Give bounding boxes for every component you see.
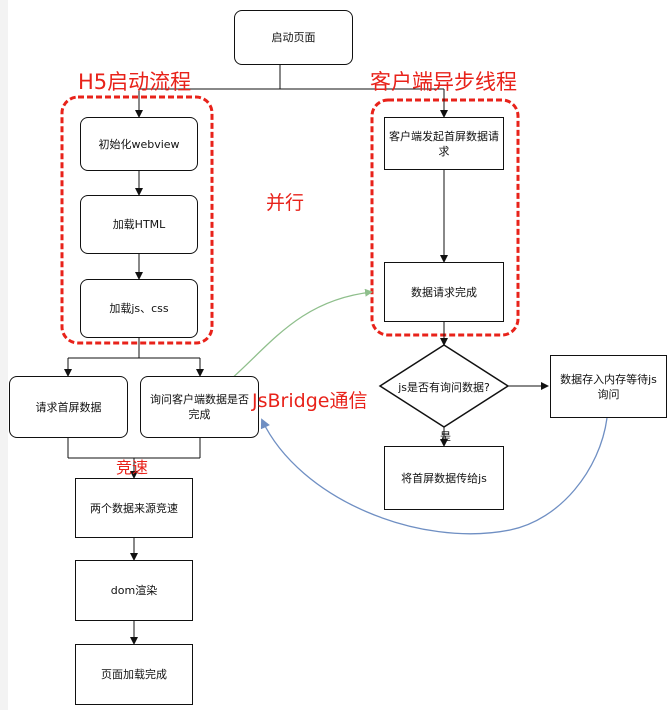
dom-render-label: dom渲染 <box>110 584 158 597</box>
store-wait-label: 数据存入内存等待js询问 <box>560 372 657 401</box>
pass-to-js-label: 将首屏数据传给js <box>401 471 487 485</box>
race-node-label: 两个数据来源竞速 <box>90 501 178 515</box>
dom-render-node: dom渲染 <box>75 560 193 621</box>
request-first-screen-label: 请求首屏数据 <box>35 400 102 414</box>
parallel-annotation: 并行 <box>266 192 305 214</box>
client-request-node: 客户端发起首屏数据请求 <box>384 117 504 170</box>
race-annotation: 竞速 <box>116 458 149 477</box>
init-webview-label: 初始化webview <box>98 137 180 151</box>
load-js-css-label: 加载js、css <box>109 302 169 315</box>
request-first-screen-node: 请求首屏数据 <box>9 376 128 438</box>
start-node: 启动页面 <box>234 10 353 65</box>
decision-label: js是否有询问数据? <box>398 381 490 394</box>
load-html-node: 加载HTML <box>80 195 198 254</box>
load-js-css-node: 加载js、css <box>80 279 198 338</box>
edge-jsbridge-blue <box>260 417 608 535</box>
pass-to-js-node: 将首屏数据传给js <box>384 446 504 510</box>
store-wait-node: 数据存入内存等待js询问 <box>550 355 667 418</box>
request-done-node: 数据请求完成 <box>384 262 504 322</box>
load-html-label: 加载HTML <box>112 218 166 231</box>
start-node-label: 启动页面 <box>271 31 316 44</box>
client-thread-annotation: 客户端异步线程 <box>370 70 517 94</box>
yes-annotation: 是 <box>440 430 451 443</box>
h5-flow-annotation: H5启动流程 <box>78 70 192 94</box>
request-done-label: 数据请求完成 <box>411 285 477 299</box>
page-done-node: 页面加载完成 <box>75 644 193 705</box>
init-webview-node: 初始化webview <box>80 117 198 171</box>
h5-flow-group-outline <box>60 95 214 345</box>
client-request-label: 客户端发起首屏数据请求 <box>389 129 499 158</box>
edge-jsbridge-green <box>229 288 373 381</box>
race-node: 两个数据来源竞速 <box>75 478 193 538</box>
jsbridge-annotation: JsBridge通信 <box>252 390 368 412</box>
page-done-label: 页面加载完成 <box>101 668 167 681</box>
ask-client-label: 询问客户端数据是否完成 <box>150 393 249 421</box>
ask-client-node: 询问客户端数据是否完成 <box>140 376 259 438</box>
client-thread-group-outline <box>370 98 520 337</box>
